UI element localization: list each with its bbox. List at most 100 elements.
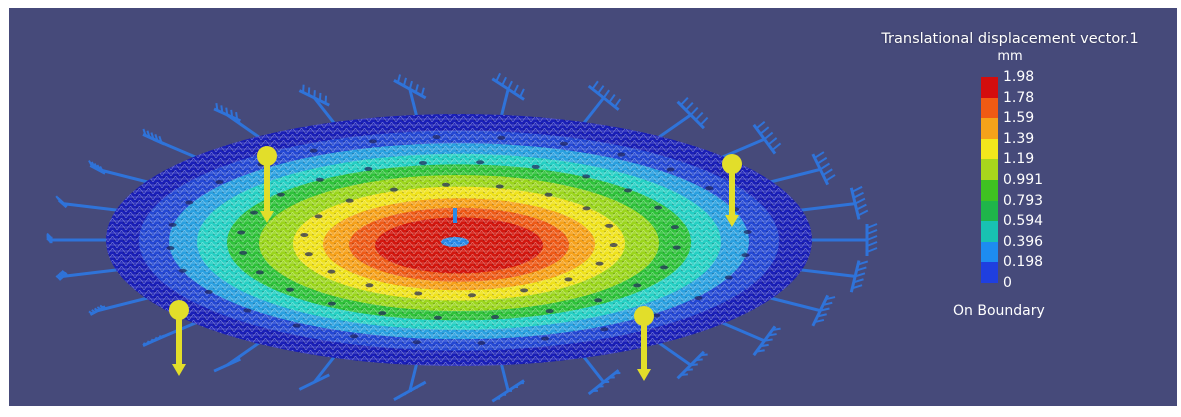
mesh-hole xyxy=(255,270,264,275)
mesh-hole xyxy=(442,182,451,187)
mesh-hole xyxy=(545,309,554,314)
mesh-hole xyxy=(652,313,661,318)
mesh-hole xyxy=(694,295,703,300)
clamp-constraints xyxy=(46,72,878,403)
displacement-legend: Translational displacement vector.1 mm 1… xyxy=(847,30,1173,350)
legend-boundary-label: On Boundary xyxy=(953,303,1045,319)
legend-swatch xyxy=(981,138,998,160)
load-arrow xyxy=(634,306,654,381)
legend-value: 1.39 xyxy=(1003,130,1035,147)
legend-row: 1.59 xyxy=(981,108,1133,139)
mesh-hole xyxy=(412,340,421,345)
mesh-hole xyxy=(476,160,485,165)
mesh-hole xyxy=(582,174,591,179)
clamp-symbol xyxy=(491,362,525,403)
legend-row: 1.19 xyxy=(981,149,1133,180)
mesh-hole xyxy=(378,311,387,316)
legend-value: 0.396 xyxy=(1003,233,1044,250)
clamp-symbol xyxy=(298,355,337,391)
fea-viewport[interactable]: Translational displacement vector.1 mm 1… xyxy=(9,8,1177,406)
clamp-symbol xyxy=(720,120,782,160)
legend-swatch xyxy=(981,77,998,98)
mesh-hole xyxy=(705,186,714,191)
mesh-hole xyxy=(495,184,504,189)
mesh-hole xyxy=(418,160,427,165)
load-arrow xyxy=(722,154,742,227)
mesh-hole xyxy=(544,192,553,197)
mesh-hole xyxy=(666,167,675,172)
clamp-symbol xyxy=(656,96,709,140)
legend-row: 0.793 xyxy=(981,191,1133,222)
legend-value: 1.98 xyxy=(1003,69,1035,85)
mesh-hole xyxy=(276,192,285,197)
mesh-hole xyxy=(582,206,591,211)
mesh-hole xyxy=(672,245,681,250)
clamp-symbol xyxy=(768,151,836,186)
mesh-hole xyxy=(178,268,187,273)
mesh-hole xyxy=(623,188,632,193)
mesh-hole xyxy=(292,323,301,328)
legend-value: 0.594 xyxy=(1003,213,1044,230)
mesh-hole xyxy=(497,135,506,140)
mesh-hole xyxy=(633,283,642,288)
legend-row: 0.198 xyxy=(981,252,1133,283)
clamp-symbol xyxy=(55,268,120,281)
mesh-hole xyxy=(239,250,248,255)
legend-row: 0 xyxy=(981,273,1133,294)
mesh-hole xyxy=(345,198,354,203)
mesh-hole xyxy=(215,180,224,185)
clamp-symbol xyxy=(581,355,621,396)
load-arrow xyxy=(169,300,189,376)
displacement-contour-plot xyxy=(46,72,878,403)
legend-value: 1.59 xyxy=(1003,110,1035,127)
mesh-hole xyxy=(368,139,377,144)
legend-row: 1.98 xyxy=(981,67,1133,98)
mesh-hole xyxy=(185,200,194,205)
mesh-hole xyxy=(350,334,359,339)
mesh-hole xyxy=(559,141,568,146)
mesh-hole xyxy=(309,148,318,153)
mesh-hole xyxy=(564,277,573,282)
legend-swatch xyxy=(981,241,998,263)
mesh-hole xyxy=(314,214,323,219)
clamp-symbol xyxy=(142,320,198,347)
legend-value: 1.78 xyxy=(1003,89,1035,106)
mesh-hole xyxy=(595,261,604,266)
clamp-symbol xyxy=(798,260,869,293)
legend-swatch xyxy=(981,97,998,119)
legend-value: 0.793 xyxy=(1003,192,1044,209)
legend-title: Translational displacement vector.1 xyxy=(881,31,1139,47)
mesh-hole xyxy=(541,336,550,341)
clamp-symbol xyxy=(298,84,337,125)
legend-swatch xyxy=(981,200,998,222)
legend-swatch xyxy=(981,262,998,283)
mesh-hole xyxy=(432,134,441,139)
mesh-hole xyxy=(491,315,500,320)
legend-swatch xyxy=(981,159,998,180)
legend-row: 0.594 xyxy=(981,211,1133,242)
legend-row: 0.396 xyxy=(981,232,1133,263)
clamp-symbol xyxy=(55,195,120,212)
mesh-hole xyxy=(286,287,295,292)
clamp-symbol xyxy=(142,128,198,160)
mesh-hole xyxy=(327,301,336,306)
mesh-hole xyxy=(605,223,614,228)
legend-unit: mm xyxy=(997,49,1023,64)
mesh-hole xyxy=(654,205,663,210)
mesh-hole xyxy=(594,298,603,303)
clamp-symbol xyxy=(768,294,836,327)
mesh-hole xyxy=(600,327,609,332)
clamp-symbol xyxy=(88,296,150,316)
clamp-symbol xyxy=(46,232,109,244)
legend-row: 1.78 xyxy=(981,88,1133,119)
mesh-hole xyxy=(477,341,486,346)
legend-row: 0.991 xyxy=(981,170,1133,201)
mesh-hole xyxy=(327,269,336,274)
mesh-hole xyxy=(520,288,529,293)
mesh-hole xyxy=(743,229,752,234)
clamp-symbol xyxy=(393,362,427,402)
mesh-hole xyxy=(670,225,679,230)
legend-swatch xyxy=(981,221,998,242)
legend-value: 0.198 xyxy=(1003,254,1044,271)
clamp-symbol xyxy=(88,160,150,184)
